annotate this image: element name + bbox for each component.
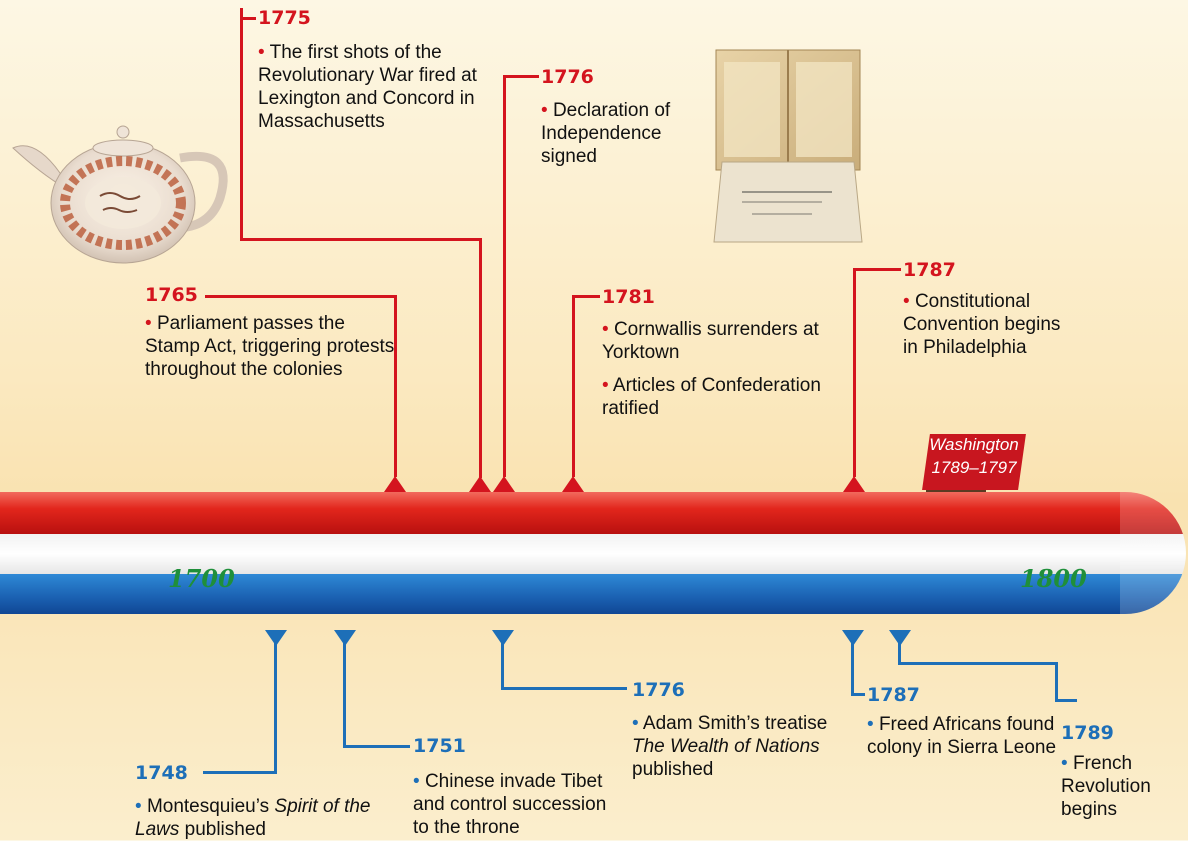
- timeline-marker-1781: [562, 476, 584, 492]
- timeline-marker-1776-top: [493, 476, 515, 492]
- axis-end-label: 1800: [1020, 564, 1087, 593]
- president-name: Washington: [929, 435, 1019, 454]
- declaration-document-image: [713, 49, 863, 243]
- event-year-1776-bottom: 1776: [632, 679, 685, 701]
- timeline-marker-1789: [889, 630, 911, 646]
- event-text-1787-bottom: • Freed Africans found colony in Sierra …: [867, 714, 1057, 758]
- event-year-1748: 1748: [135, 762, 188, 784]
- timeline-marker-1748: [265, 630, 287, 646]
- event-text-1789: • French Revolution begins: [1061, 753, 1151, 820]
- event-year-1776-top: 1776: [541, 66, 594, 88]
- timeline-marker-1751: [334, 630, 356, 646]
- timeline-marker-1775: [469, 476, 491, 492]
- timeline-marker-1787-bottom: [842, 630, 864, 646]
- timeline-marker-1787-top: [843, 476, 865, 492]
- event-text-1781: • Cornwallis surrenders at Yorktown • Ar…: [602, 319, 821, 419]
- event-year-1789: 1789: [1061, 722, 1114, 744]
- event-text-1775: • The first shots of the Revolutionary W…: [258, 42, 477, 132]
- teapot-image: [12, 125, 228, 264]
- event-text-1748: • Montesquieu’s Spirit of the Laws publi…: [135, 796, 371, 840]
- timeline-bar: [0, 492, 1186, 614]
- event-text-1787-top: • Constitutional Convention begins in Ph…: [903, 291, 1061, 358]
- event-year-1787-top: 1787: [903, 259, 956, 281]
- president-term: 1789–1797: [931, 458, 1017, 477]
- timeline-marker-1776-bottom: [492, 630, 514, 646]
- event-text-1765: • Parliament passes the Stamp Act, trigg…: [145, 313, 395, 380]
- event-year-1775: 1775: [258, 7, 311, 29]
- event-year-1751: 1751: [413, 735, 466, 757]
- timeline-marker-1765: [384, 476, 406, 492]
- event-year-1787-bottom: 1787: [867, 684, 920, 706]
- event-year-1781: 1781: [602, 286, 655, 308]
- event-text-1776-top: • Declaration of Independence signed: [541, 100, 671, 167]
- axis-start-label: 1700: [168, 564, 235, 593]
- event-year-1765: 1765: [145, 284, 198, 306]
- event-text-1776-bottom: • Adam Smith’s treatise The Wealth of Na…: [632, 713, 828, 780]
- event-text-1751: • Chinese invade Tibet and control succe…: [413, 771, 607, 838]
